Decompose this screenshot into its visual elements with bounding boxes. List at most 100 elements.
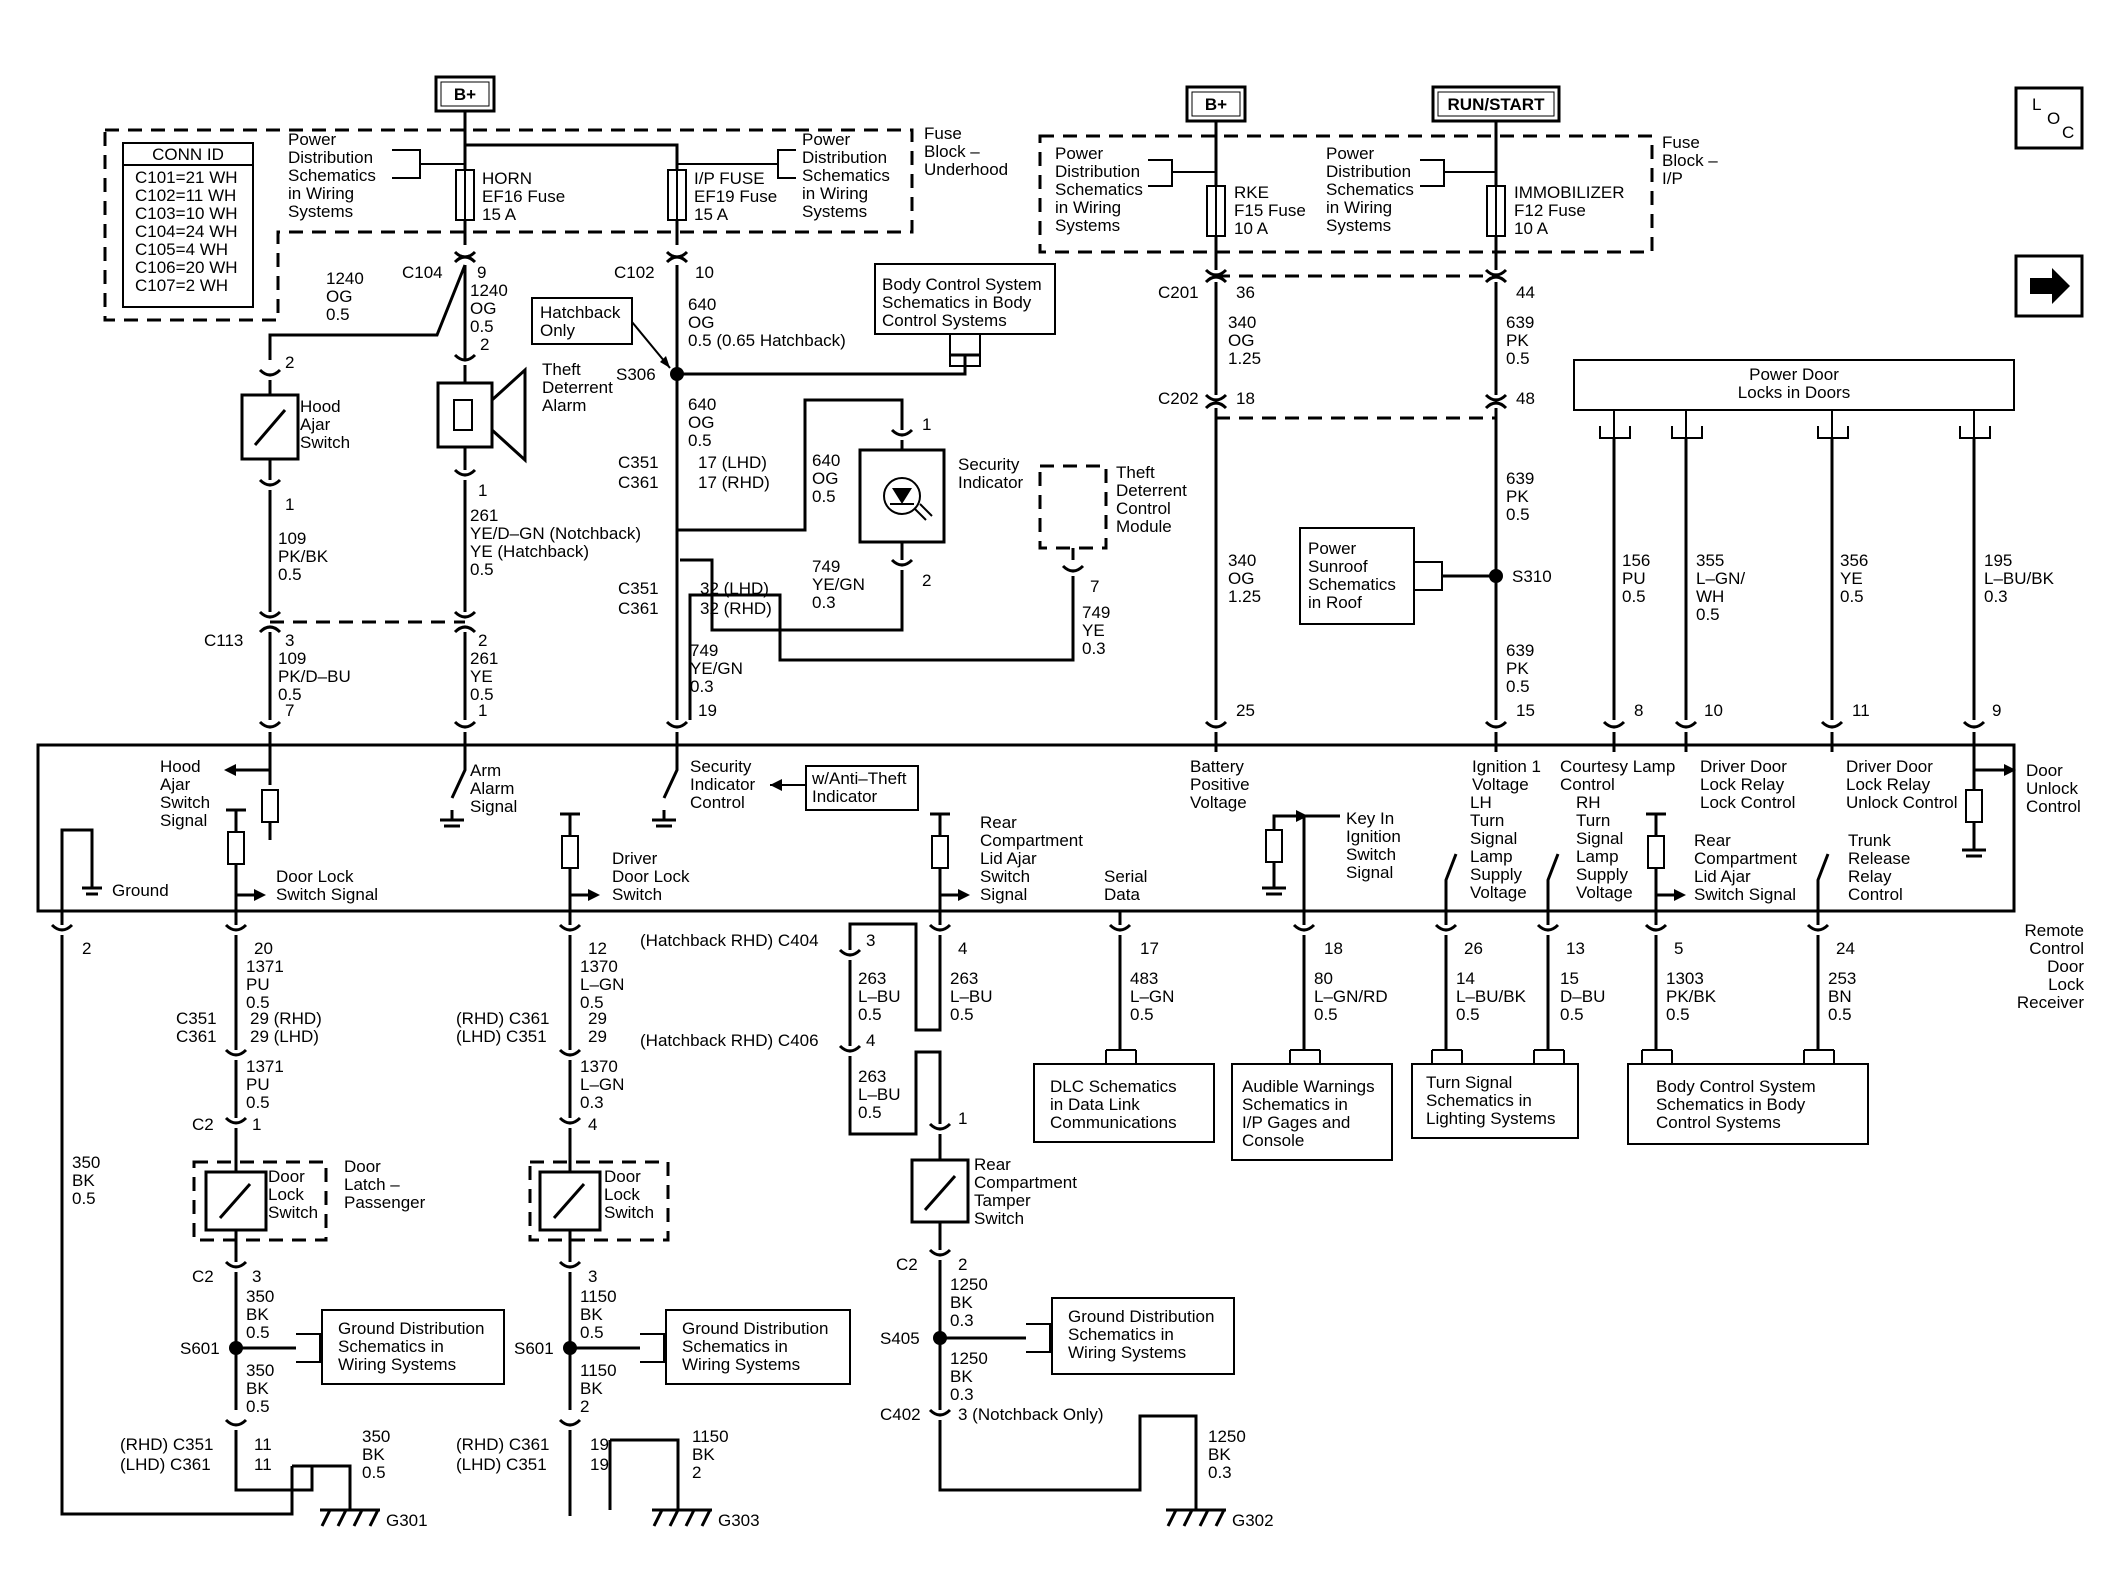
turn-signal-ref[interactable]: Turn Signal Schematics in Lighting Syste… bbox=[1411, 1063, 1579, 1139]
pin-label: 48 bbox=[1516, 389, 1535, 408]
pin-label: 1 bbox=[958, 1109, 967, 1128]
svg-text:BK: BK bbox=[246, 1379, 269, 1398]
power-sunroof-ref[interactable]: Power Sunroof Schematics in Roof bbox=[1299, 527, 1443, 625]
svg-text:IMMOBILIZER: IMMOBILIZER bbox=[1514, 183, 1625, 202]
svg-text:Switch Signal: Switch Signal bbox=[276, 885, 378, 904]
svg-text:Arm: Arm bbox=[470, 761, 501, 780]
svg-text:340: 340 bbox=[1228, 551, 1256, 570]
svg-text:C102=11 WH: C102=11 WH bbox=[135, 186, 236, 205]
svg-text:Switch: Switch bbox=[980, 867, 1030, 886]
module-arm-alarm: Arm Alarm Signal bbox=[440, 745, 517, 828]
audible-warnings-ref[interactable]: Audible Warnings Schematics in I/P Gages… bbox=[1231, 1063, 1393, 1161]
svg-text:Switch: Switch bbox=[268, 1203, 318, 1222]
svg-text:261: 261 bbox=[470, 649, 498, 668]
loc-nav-button[interactable]: L O C bbox=[2014, 86, 2084, 150]
module-lh-turn: LH Turn Signal Lamp Supply Voltage bbox=[1444, 793, 1527, 911]
svg-text:PU: PU bbox=[246, 1075, 270, 1094]
svg-text:0.5: 0.5 bbox=[1506, 349, 1530, 368]
svg-text:80: 80 bbox=[1314, 969, 1333, 988]
c2-label-2: C2 bbox=[192, 1267, 214, 1286]
svg-text:Distribution: Distribution bbox=[288, 148, 373, 167]
svg-text:Rear: Rear bbox=[1694, 831, 1731, 850]
rhd-c361-label: (RHD) C361 bbox=[456, 1009, 550, 1028]
svg-text:G303: G303 bbox=[718, 1511, 760, 1530]
svg-text:0.5: 0.5 bbox=[1506, 505, 1530, 524]
hatchback-only-note: Hatchback Only bbox=[531, 297, 671, 369]
svg-text:0.5: 0.5 bbox=[1560, 1005, 1584, 1024]
svg-text:253: 253 bbox=[1828, 969, 1856, 988]
wire-label-1371a: 1371 PU 0.5 bbox=[246, 957, 284, 1012]
pin-label: 15 bbox=[1516, 701, 1535, 720]
svg-text:Release: Release bbox=[1848, 849, 1910, 868]
svg-text:PK: PK bbox=[1506, 659, 1529, 678]
svg-text:Switch: Switch bbox=[300, 433, 350, 452]
svg-text:PK/BK: PK/BK bbox=[1666, 987, 1717, 1006]
svg-text:PU: PU bbox=[246, 975, 270, 994]
b-plus-source-left: B+ bbox=[434, 75, 496, 113]
power-distribution-ref-horn[interactable]: Power Distribution Schematics in Wiring … bbox=[288, 130, 465, 221]
svg-text:Switch Signal: Switch Signal bbox=[1694, 885, 1796, 904]
svg-text:BK: BK bbox=[246, 1305, 269, 1324]
svg-text:Lamp: Lamp bbox=[1470, 847, 1513, 866]
svg-text:15: 15 bbox=[1560, 969, 1579, 988]
svg-text:RUN/START: RUN/START bbox=[1448, 95, 1546, 114]
c113-label: C113 bbox=[204, 631, 243, 650]
svg-text:Wiring Systems: Wiring Systems bbox=[1068, 1343, 1186, 1362]
svg-text:15 A: 15 A bbox=[482, 205, 517, 224]
wire-label-1371b: 1371 PU 0.5 bbox=[246, 1057, 284, 1112]
wire-label-340b: 340 OG 1.25 bbox=[1228, 551, 1261, 606]
wire-label-350gnd: 350 BK 0.5 bbox=[72, 1153, 100, 1208]
svg-text:1303: 1303 bbox=[1666, 969, 1704, 988]
dlc-ref[interactable]: DLC Schematics in Data Link Communicatio… bbox=[1033, 1063, 1215, 1143]
power-distribution-ref-rke[interactable]: Power Distribution Schematics in Wiring … bbox=[1055, 144, 1216, 235]
wire-label-1240b: 1240 OG 0.5 bbox=[470, 281, 508, 336]
svg-text:0.3: 0.3 bbox=[950, 1311, 974, 1330]
pin-label: 29 bbox=[588, 1027, 607, 1046]
g303-ground-icon: G303 bbox=[652, 1508, 760, 1530]
ground-distribution-ref-1[interactable]: Ground Distribution Schematics in Wiring… bbox=[296, 1309, 505, 1385]
ground-distribution-ref-3[interactable]: Ground Distribution Schematics in Wiring… bbox=[1026, 1297, 1235, 1375]
svg-text:F12 Fuse: F12 Fuse bbox=[1514, 201, 1586, 220]
svg-text:G302: G302 bbox=[1232, 1511, 1274, 1530]
svg-text:BK: BK bbox=[580, 1305, 603, 1324]
bcs-bottom-ref[interactable]: Body Control System Schematics in Body C… bbox=[1627, 1063, 1869, 1145]
svg-text:L–GN: L–GN bbox=[580, 1075, 624, 1094]
svg-text:Indicator: Indicator bbox=[690, 775, 756, 794]
power-door-locks-ref[interactable]: Power Door Locks in Doors bbox=[1573, 359, 2015, 439]
svg-text:EF19 Fuse: EF19 Fuse bbox=[694, 187, 777, 206]
svg-text:L–BU/BK: L–BU/BK bbox=[1456, 987, 1527, 1006]
immobilizer-fuse: IMMOBILIZER F12 Fuse 10 A bbox=[1486, 183, 1625, 238]
pin-label: 7 bbox=[285, 701, 294, 720]
svg-text:350: 350 bbox=[246, 1287, 274, 1306]
svg-text:Switch: Switch bbox=[974, 1209, 1024, 1228]
svg-text:Courtesy Lamp: Courtesy Lamp bbox=[1560, 757, 1675, 776]
svg-text:Wiring Systems: Wiring Systems bbox=[682, 1355, 800, 1374]
pin-label: 17 (RHD) bbox=[698, 473, 770, 492]
svg-text:w/Anti–Theft: w/Anti–Theft bbox=[811, 769, 907, 788]
svg-text:0.5: 0.5 bbox=[326, 305, 350, 324]
svg-text:Lid Ajar: Lid Ajar bbox=[1694, 867, 1751, 886]
power-distribution-ref-ip[interactable]: Power Distribution Schematics in Wiring … bbox=[677, 130, 890, 221]
svg-text:263: 263 bbox=[858, 1067, 886, 1086]
svg-text:350: 350 bbox=[362, 1427, 390, 1446]
svg-text:Control: Control bbox=[1560, 775, 1615, 794]
svg-text:Security: Security bbox=[958, 455, 1020, 474]
ground-distribution-ref-2[interactable]: Ground Distribution Schematics in Wiring… bbox=[640, 1309, 851, 1385]
svg-text:Passenger: Passenger bbox=[344, 1193, 426, 1212]
pin-label: 1 bbox=[922, 415, 931, 434]
wire-label-639a: 639 PK 0.5 bbox=[1506, 313, 1534, 368]
wire-label-639c: 639 PK 0.5 bbox=[1506, 641, 1534, 696]
next-page-arrow-icon[interactable] bbox=[2014, 254, 2084, 318]
svg-text:0.3: 0.3 bbox=[1082, 639, 1106, 658]
c104-label: C104 bbox=[402, 263, 443, 282]
svg-text:0.3: 0.3 bbox=[690, 677, 714, 696]
svg-text:Switch: Switch bbox=[612, 885, 662, 904]
power-distribution-ref-immobilizer[interactable]: Power Distribution Schematics in Wiring … bbox=[1326, 144, 1496, 235]
svg-text:I/P Gages and: I/P Gages and bbox=[1242, 1113, 1350, 1132]
svg-text:Power: Power bbox=[1308, 539, 1357, 558]
pin-label: 20 bbox=[254, 939, 273, 958]
b-plus-source-right: B+ bbox=[1185, 85, 1247, 123]
pin-label: 11 bbox=[1852, 701, 1870, 720]
svg-text:0.5: 0.5 bbox=[1828, 1005, 1852, 1024]
bcs-top-ref[interactable]: Body Control System Schematics in Body C… bbox=[874, 263, 1056, 367]
